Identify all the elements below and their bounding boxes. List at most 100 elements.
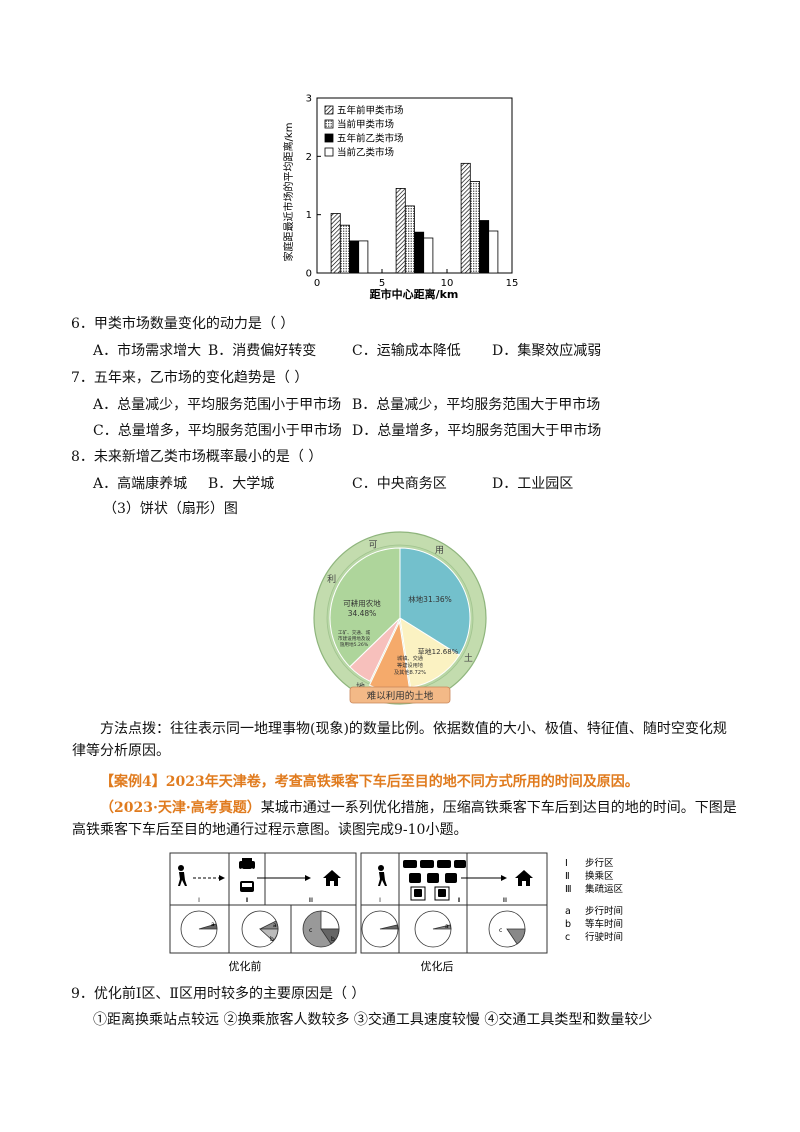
legend-swatch <box>324 105 334 115</box>
pie-label-geng1: 可耕用农地 <box>343 598 381 608</box>
source-tag: （2023·天津·高考真题） <box>100 800 261 816</box>
pie-mark-a: a <box>445 923 449 930</box>
house-icon <box>323 870 341 886</box>
bar <box>460 162 471 274</box>
bar <box>339 224 350 274</box>
q6-option-a[interactable]: A．市场需求增大 <box>93 343 202 359</box>
legend-text-c: 行驶时间 <box>585 931 623 943</box>
bar <box>349 240 360 274</box>
q7-option-b[interactable]: B．总量减少，平均服务范围大于甲市场 <box>352 397 601 413</box>
pie-label-gk1: 工矿、交通、城 <box>338 629 371 636</box>
taxi-row-icons <box>403 860 466 868</box>
chart-xlabel: 距市中心距离/km <box>370 287 459 301</box>
bar <box>330 213 341 274</box>
legend-text-b: 等车时间 <box>585 918 623 930</box>
after-zone-1: Ⅰ <box>379 897 381 904</box>
x-tick-label: 15 <box>506 278 519 289</box>
y-tick-label: 2 <box>306 152 312 163</box>
legend-text-3: 集疏运区 <box>585 883 624 895</box>
after-zone-3: Ⅲ <box>503 897 507 904</box>
intro-paragraph: （2023·天津·高考真题）某城市通过一系列优化措施，压缩高铁乘客下车后到达目的… <box>72 797 738 841</box>
bus-icon <box>240 881 254 892</box>
bar <box>479 220 490 274</box>
legend-text-a: 步行时间 <box>585 905 623 917</box>
q6-stem: 6．甲类市场数量变化的动力是（ ） <box>71 316 295 332</box>
q6-option-d[interactable]: D．集聚效应减弱 <box>492 343 602 359</box>
y-tick-label: 1 <box>306 210 312 221</box>
before-caption: 优化前 <box>229 959 262 973</box>
bar <box>358 240 369 274</box>
land-use-pie: 用土地利可 可耕用农地 34.48% 林地31.36% 草地12.68% 城镇、… <box>313 531 487 705</box>
pie-mark-a: a <box>211 921 215 928</box>
bus-row-icons <box>409 873 457 883</box>
pie-label-jian2: 等建设用地 <box>397 661 423 669</box>
pie-label-gk2: 市建设用地及设 <box>338 635 371 642</box>
slice-geng <box>329 547 401 668</box>
taxi-icon <box>239 858 255 872</box>
legend-text-1: 步行区 <box>585 857 614 869</box>
slice-lin <box>399 547 471 656</box>
q8-option-d[interactable]: D．工业园区 <box>492 476 574 492</box>
pie-bottom-banner <box>349 686 451 704</box>
legend-key-b: b <box>565 919 571 930</box>
bar <box>488 230 499 274</box>
pie-mark-b: b <box>270 936 274 943</box>
q6-option-b[interactable]: B．消费偏好转变 <box>208 343 317 359</box>
legend-text-2: 换乘区 <box>585 870 614 882</box>
x-tick-label: 10 <box>441 278 454 289</box>
pie-label-jian1: 城镇、交通 <box>397 654 424 662</box>
pie-label-jian3: 及其他8.72% <box>394 668 426 676</box>
ring-character: 土 <box>464 652 473 664</box>
after-zone-2: Ⅱ <box>458 897 461 904</box>
before-zone-2: Ⅱ <box>246 897 249 904</box>
bar <box>469 181 480 274</box>
q8-option-a[interactable]: A．高端康养城 <box>93 476 188 492</box>
method-paragraph: 方法点拨：往往表示同一地理事物(现象)的数量比例。依据数值的大小、极值、特征值、… <box>72 721 727 759</box>
legend-entry: 五年前乙类市场 <box>337 133 404 145</box>
pie-mark-b: b <box>331 936 335 943</box>
ring-character: 利 <box>327 573 336 585</box>
q8-option-c[interactable]: C．中央商务区 <box>352 476 447 492</box>
chart-ylabel: 家庭距最近市场的平均距离/km <box>282 123 295 262</box>
person-icon <box>378 865 387 886</box>
bar <box>395 188 406 274</box>
pie-mark-c: c <box>309 927 312 934</box>
legend-swatch <box>324 147 334 157</box>
ring-character: 用 <box>435 545 444 556</box>
pie-label-lin: 林地31.36% <box>408 594 452 604</box>
q8-option-b[interactable]: B．大学城 <box>208 476 275 492</box>
legend-key-2: Ⅱ <box>565 871 570 882</box>
diagram-legend: Ⅰ 步行区 Ⅱ 换乘区 Ⅲ 集疏运区 a 步行时间 b 等车时间 c 行驶时间 <box>565 857 624 943</box>
pie-label-gk3: 施用地5.26% <box>340 641 369 648</box>
transit-diagram: Ⅰ Ⅱ Ⅲ <box>169 852 624 973</box>
pie-bottom-label: 难以利用的土地 <box>367 690 434 702</box>
legend-key-1: Ⅰ <box>565 858 568 869</box>
house-icon <box>515 870 533 886</box>
x-tick-label: 0 <box>314 278 320 289</box>
case4-heading: 【案例4】2023年天津卷，考查高铁乘客下车后至目的地不同方式所用的时间及原因。 <box>100 774 639 790</box>
time-pies: a a b c b a c <box>180 910 526 948</box>
after-caption: 优化后 <box>421 959 454 973</box>
q9-stem: 9．优化前Ⅰ区、Ⅱ区用时较多的主要原因是（ ） <box>71 986 366 1002</box>
q6-option-c[interactable]: C．运输成本降低 <box>352 343 461 359</box>
q7-option-c[interactable]: C．总量增多，平均服务范围小于甲市场 <box>93 423 342 439</box>
y-tick-label: 0 <box>306 269 312 280</box>
q7-option-d[interactable]: D．总量增多，平均服务范围大于甲市场 <box>352 423 602 439</box>
legend-key-3: Ⅲ <box>565 884 572 895</box>
legend-entry: 五年前甲类市场 <box>337 105 404 117</box>
pie-label-geng2: 34.48% <box>348 609 377 618</box>
pie-mark-c: c <box>499 927 502 934</box>
x-tick-label: 5 <box>379 278 385 289</box>
person-icon <box>178 865 187 886</box>
q7-option-a[interactable]: A．总量减少，平均服务范围小于甲市场 <box>93 397 342 413</box>
q9-options: ①距离换乘站点较远 ②换乘旅客人数较多 ③交通工具速度较慢 ④交通工具类型和数量… <box>93 1012 653 1028</box>
section-pie-heading: （3）饼状（扇形）图 <box>103 501 238 517</box>
y-tick-label: 3 <box>306 94 312 105</box>
legend-swatch <box>324 119 334 129</box>
legend-swatch <box>324 133 334 143</box>
pie-mark-a: a <box>273 922 277 929</box>
q8-stem: 8．未来新增乙类市场概率最小的是（ ） <box>71 449 323 465</box>
bar <box>414 231 425 274</box>
bar <box>404 205 415 274</box>
